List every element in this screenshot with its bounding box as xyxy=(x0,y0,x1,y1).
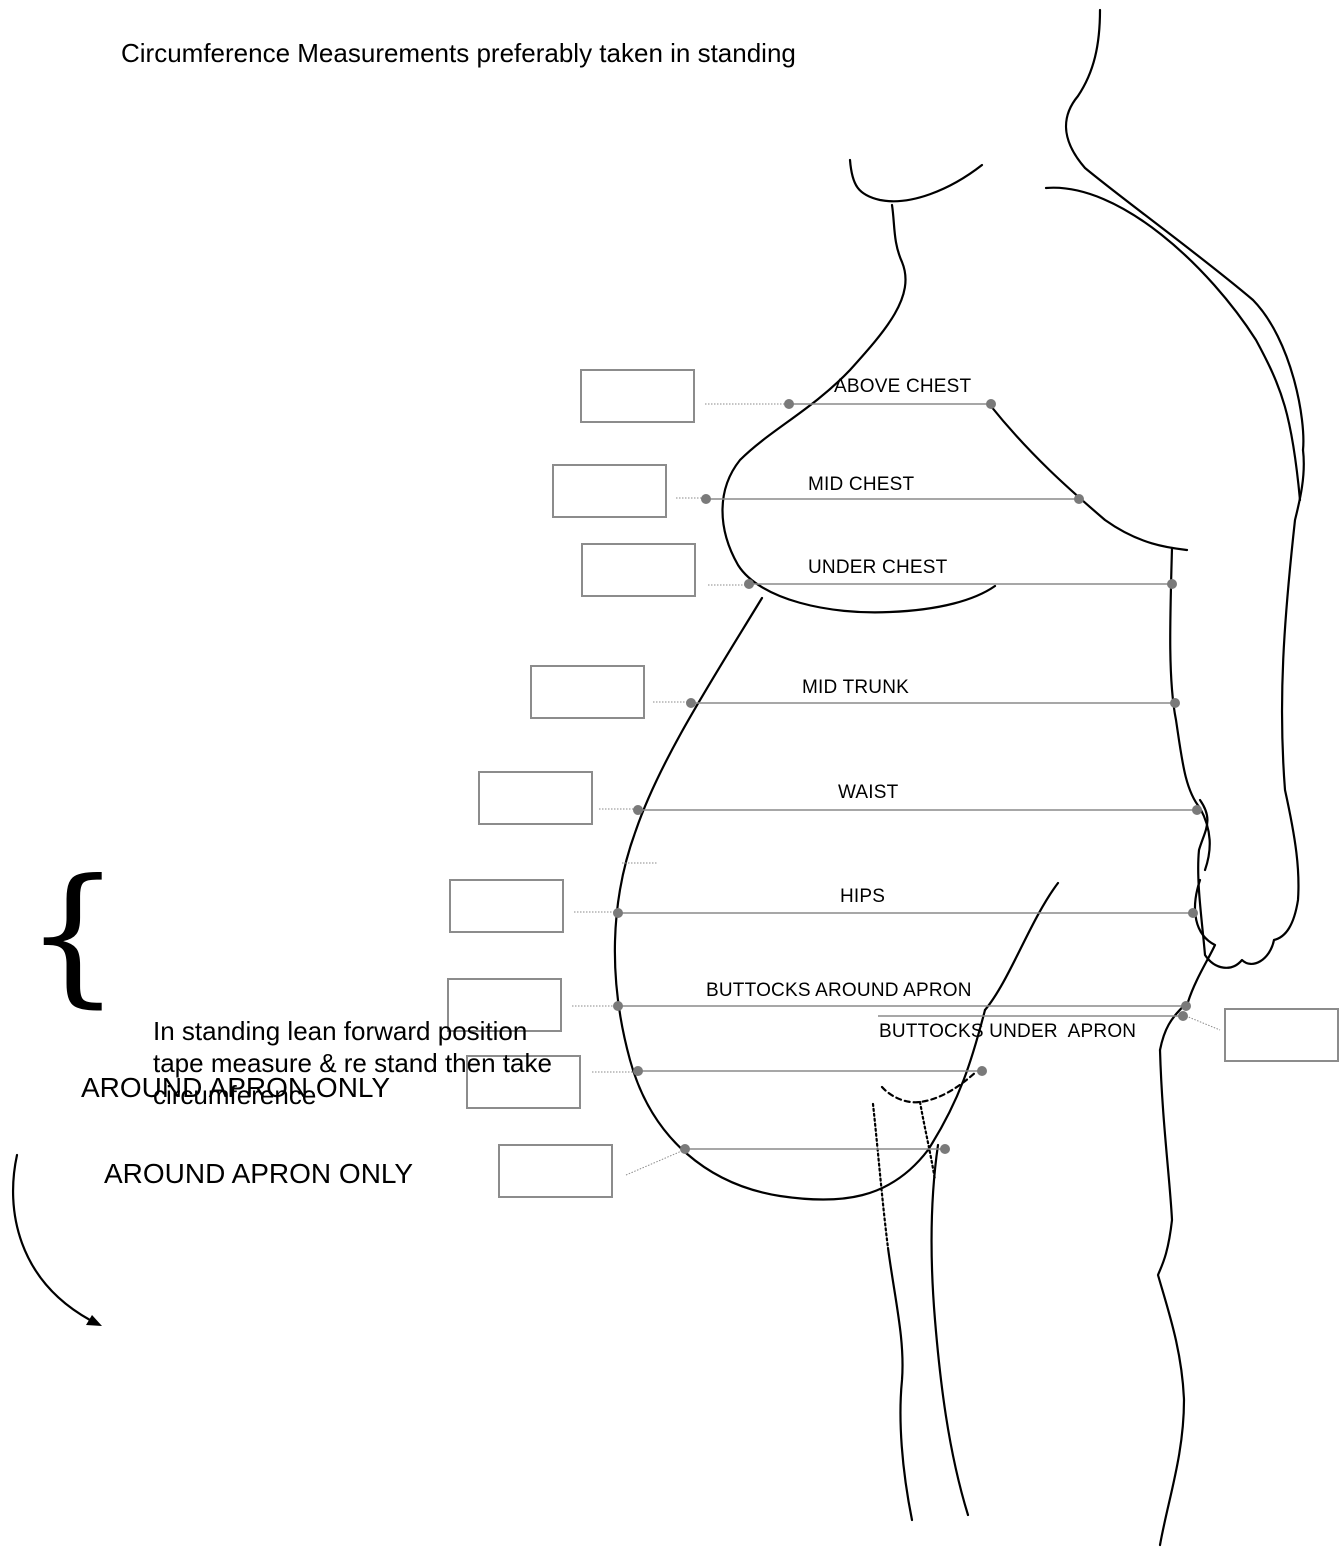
above-chest-input[interactable] xyxy=(580,369,695,423)
apron-label-2: AROUND APRON ONLY xyxy=(104,1158,413,1190)
around-apron-input-2[interactable] xyxy=(498,1144,613,1198)
label-above-chest: ABOVE CHEST xyxy=(834,376,971,398)
thigh-back xyxy=(1158,1050,1184,1545)
back-outline xyxy=(1066,10,1303,450)
note-line-3: circumference xyxy=(153,1079,552,1111)
note-arrow xyxy=(13,1155,90,1320)
torso-back xyxy=(1170,548,1210,870)
label-buttocks-under-apron: BUTTOCKS UNDER APRON xyxy=(879,1021,1136,1043)
page-header: Circumference Measurements preferably ta… xyxy=(121,38,796,69)
note-line-2: tape measure & re stand then take xyxy=(153,1047,552,1079)
label-mid-trunk: MID TRUNK xyxy=(802,677,909,699)
shoulder-outline xyxy=(1046,188,1300,500)
arrow-head xyxy=(86,1315,102,1326)
label-under-chest: UNDER CHEST xyxy=(808,557,947,579)
arm-outline xyxy=(1198,450,1304,968)
hips-input[interactable] xyxy=(449,879,564,933)
label-buttocks-around-apron: BUTTOCKS AROUND APRON xyxy=(706,980,972,1002)
mid-trunk-input[interactable] xyxy=(530,665,645,719)
label-mid-chest: MID CHEST xyxy=(808,474,914,496)
thigh-front xyxy=(985,883,1058,1010)
waist-input[interactable] xyxy=(478,771,593,825)
curly-brace-icon: { xyxy=(25,860,120,1010)
instruction-note: In standing lean forward position tape m… xyxy=(153,1015,552,1111)
belly-outline xyxy=(615,598,985,1200)
groin-dotted-left xyxy=(873,1104,888,1248)
buttocks-under-apron-input[interactable] xyxy=(1224,1008,1339,1062)
leg-front xyxy=(932,1145,968,1515)
neck-front xyxy=(723,205,996,612)
note-line-1: In standing lean forward position xyxy=(153,1015,552,1047)
under-chest-input[interactable] xyxy=(581,543,696,597)
leg-front-inner xyxy=(888,1248,912,1520)
label-hips: HIPS xyxy=(840,886,885,908)
head-outline xyxy=(850,160,982,201)
label-waist: WAIST xyxy=(838,782,898,804)
breast-side xyxy=(990,405,1187,550)
mid-chest-input[interactable] xyxy=(552,464,667,518)
